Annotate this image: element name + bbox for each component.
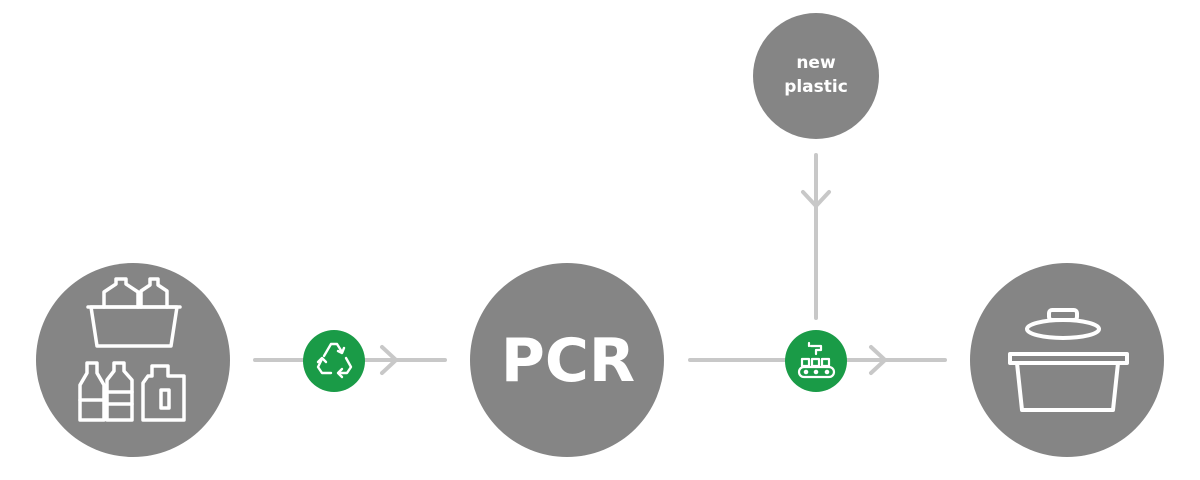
pcr-node: PCR: [470, 263, 664, 457]
manufacture-step: [785, 330, 847, 392]
plastic-waste-icon: [78, 277, 186, 422]
plastic-waste-node: [36, 263, 230, 457]
new-plastic-label-line2: plastic: [784, 77, 848, 97]
new-plastic-label-line1: new: [796, 53, 836, 73]
product-node: [970, 263, 1164, 457]
recycle-icon: [316, 342, 353, 379]
conveyor-belt-icon: [797, 341, 836, 379]
container-with-lid-icon: [1008, 308, 1129, 412]
connector-new-plastic-down: [801, 153, 831, 320]
recycle-step: [303, 330, 365, 392]
pcr-label: PCR: [501, 326, 635, 396]
new-plastic-node: new plastic: [753, 13, 879, 139]
